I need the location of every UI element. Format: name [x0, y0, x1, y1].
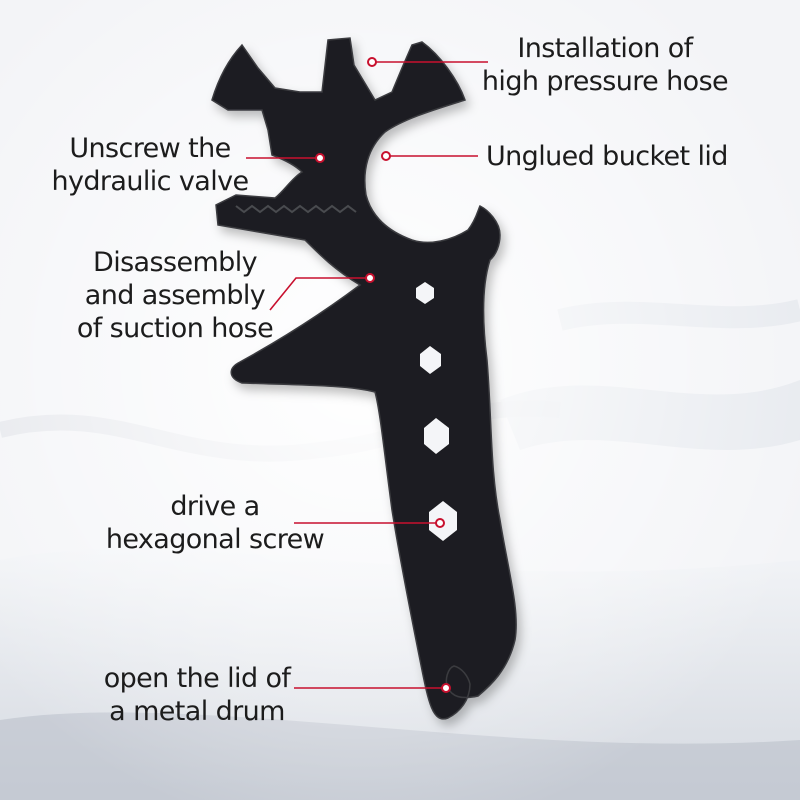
callout-dot-hydraulic-valve — [315, 153, 325, 163]
callout-hexagonal-screw: drive a hexagonal screw — [90, 490, 340, 556]
hex-hole-medium — [420, 346, 441, 374]
callout-line: drive a — [170, 491, 260, 522]
callout-dot-hexagonal-screw — [435, 518, 445, 528]
callout-line: of suction hose — [76, 313, 274, 344]
callout-dot-metal-drum — [441, 683, 451, 693]
callout-line: hydraulic valve — [51, 166, 249, 197]
callout-unglued-bucket-lid: Unglued bucket lid — [486, 140, 766, 173]
hex-hole-large — [424, 418, 449, 454]
callout-line: hexagonal screw — [105, 524, 325, 555]
callout-line: Unglued bucket lid — [486, 141, 728, 172]
serrated-jaw-teeth — [235, 204, 357, 214]
callout-line: high pressure hose — [481, 66, 729, 97]
callout-line: open the lid of — [103, 663, 291, 694]
callout-dot-bucket-lid — [381, 151, 391, 161]
callout-metal-drum-lid: open the lid of a metal drum — [92, 662, 302, 728]
hex-hole-small — [416, 282, 434, 304]
callout-line: Unscrew the — [69, 133, 231, 164]
callout-line: a metal drum — [109, 696, 285, 727]
callout-line: Installation of — [517, 33, 693, 64]
callout-unscrew-hydraulic-valve: Unscrew the hydraulic valve — [50, 132, 250, 198]
callout-dot-high-pressure-hose — [367, 57, 377, 67]
callout-line: Disassembly — [93, 247, 258, 278]
callout-suction-hose: Disassembly and assembly of suction hose — [60, 246, 290, 345]
callout-line: and assembly — [84, 280, 266, 311]
callout-dot-suction-hose — [365, 273, 375, 283]
callout-installation-high-pressure-hose: Installation of high pressure hose — [470, 32, 740, 98]
leader-line-suction-hose — [269, 277, 370, 311]
